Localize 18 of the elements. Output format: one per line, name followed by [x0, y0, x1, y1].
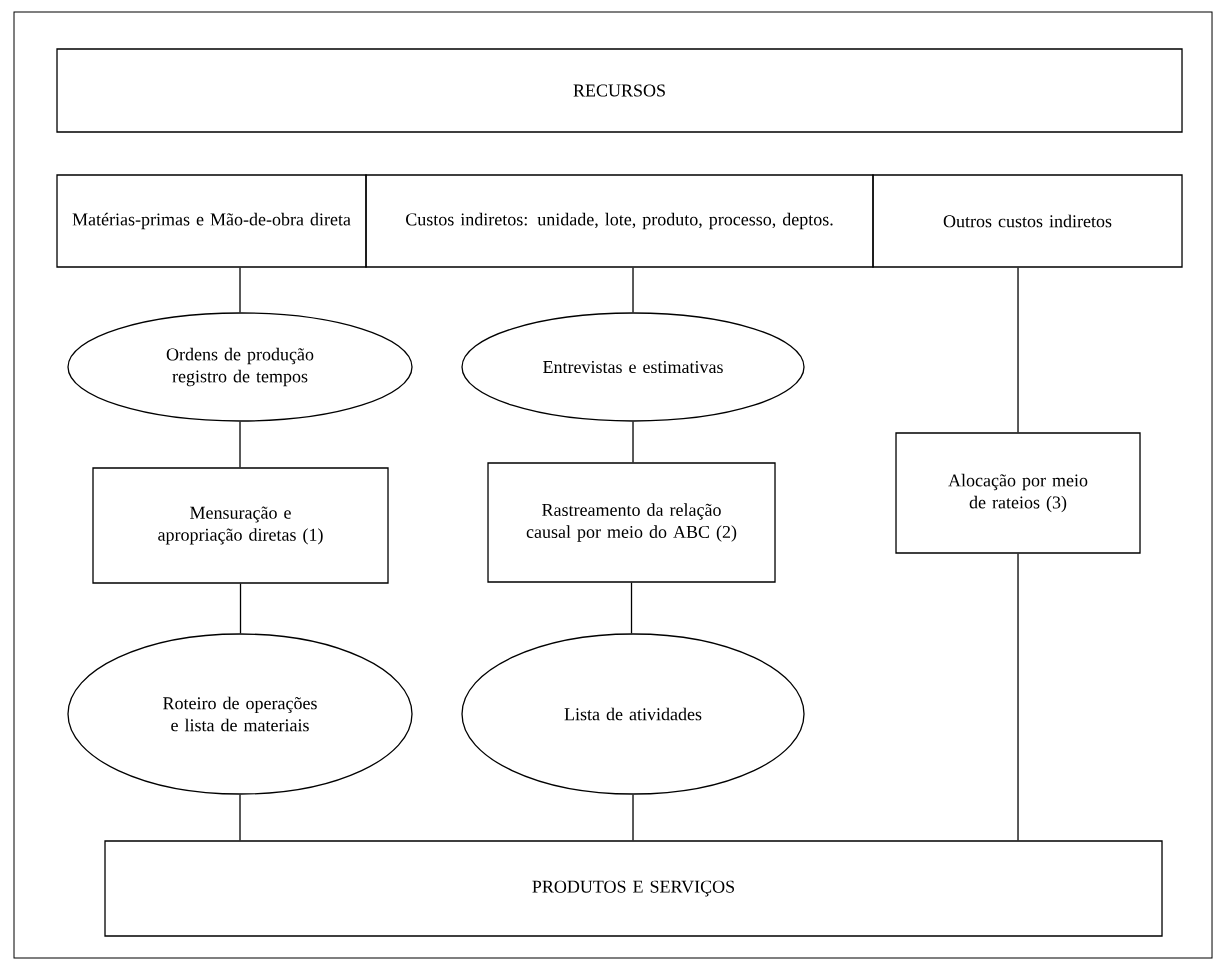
resource-box: RECURSOS	[56, 48, 1183, 133]
connector-line	[632, 794, 634, 841]
cost-box: Custos indiretos: unidade, lote, produto, processo, deptos.	[365, 174, 874, 268]
connector-line	[239, 421, 241, 468]
cost-box: Matérias-primas e Mão-de-obra direta	[56, 174, 367, 268]
connector-line	[632, 421, 634, 463]
connector-line	[630, 582, 633, 634]
connector-line	[239, 267, 241, 313]
connector-line	[239, 583, 242, 634]
process-box: Mensuração e apropriação diretas (1)	[92, 467, 389, 584]
process-box: Alocação por meio de rateios (3)	[895, 432, 1141, 554]
process-box: Rastreamento da relação causal por meio do ABC (2)	[487, 462, 776, 583]
connector-line	[1017, 267, 1019, 433]
cost-box: Outros custos indiretos	[872, 174, 1183, 268]
product-box: PRODUTOS E SERVIÇOS	[104, 840, 1163, 937]
connector-line	[1017, 553, 1019, 841]
connector-line	[239, 794, 241, 841]
connector-line	[632, 267, 634, 313]
